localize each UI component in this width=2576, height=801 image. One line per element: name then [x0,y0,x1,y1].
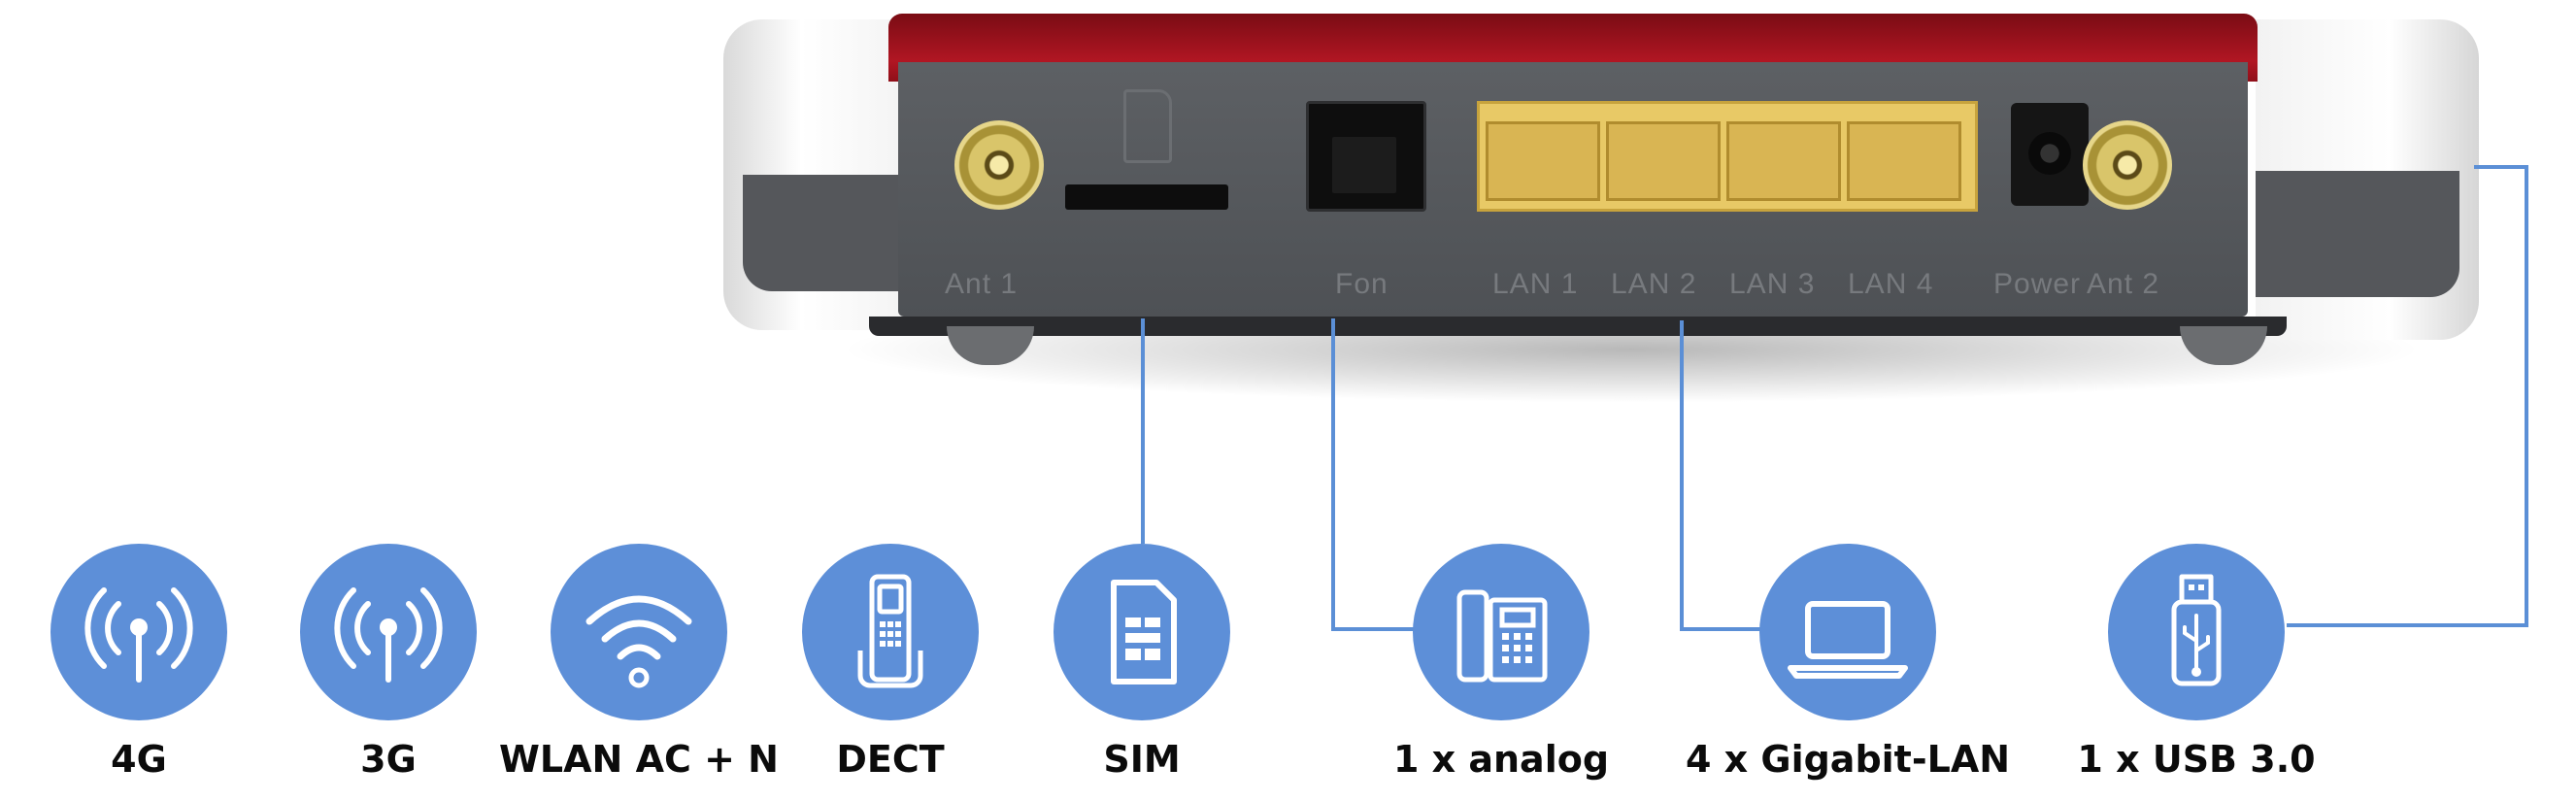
lan-port-1 [1486,121,1600,201]
port-label-ant2: Ant 2 [2087,268,2160,300]
sim-card-icon [1111,580,1177,684]
connector-line-lan-v [1680,320,1684,631]
feature-label-dect: DECT [836,738,945,781]
lan-port-4 [1847,121,1961,201]
router-foot-left [947,326,1034,365]
feature-wlan [551,544,727,720]
router-port-panel: Ant 1 Fon LAN 1 LAN 2 LAN 3 LAN 4 Power … [898,62,2248,317]
lan-port-2 [1606,121,1721,201]
connector-line-fon-v [1331,318,1335,631]
router-left-end-cap [723,19,918,330]
connector-line-usb-top [2474,165,2528,169]
feature-label-lan: 4 x Gigabit-LAN [1685,738,2011,781]
connector-line-sim [1141,318,1145,544]
feature-4g [50,544,227,720]
antenna-4g-icon [84,587,193,683]
port-label-ant1: Ant 1 [945,268,1019,300]
power-socket [2011,103,2089,206]
feature-label-4g: 4G [111,738,167,781]
feature-label-analog: 1 x analog [1392,738,1610,781]
connector-line-fon-h [1331,627,1419,631]
antenna-3g-icon [334,587,443,683]
router-foot-right [2180,326,2267,365]
port-label-lan3: LAN 3 [1729,268,1816,300]
port-label-fon: Fon [1335,268,1388,300]
sim-slot-marker-icon [1123,89,1172,163]
port-label-lan1: LAN 1 [1492,268,1579,300]
connector-line-usb-h [2287,623,2528,627]
feature-dect [802,544,979,720]
connector-line-usb-v [2525,165,2528,627]
router-back-panel: Ant 1 Fon LAN 1 LAN 2 LAN 3 LAN 4 Power … [723,14,2479,365]
router-base [869,317,2287,336]
desk-phone-icon [1456,589,1548,683]
feature-lan [1759,544,1936,720]
feature-label-wlan: WLAN AC + N [499,738,779,781]
router-right-end-cap [2256,19,2479,340]
connector-line-lan-h [1680,627,1767,631]
port-label-lan2: LAN 2 [1611,268,1697,300]
antenna-2-connector [2083,120,2172,210]
feature-label-sim: SIM [1103,738,1181,781]
lan-port-block [1477,101,1978,212]
cordless-phone-icon [857,574,923,688]
fon-port [1306,101,1426,212]
feature-analog [1413,544,1589,720]
wifi-icon [585,595,692,688]
feature-sim [1054,544,1230,720]
antenna-1-connector [954,120,1044,210]
feature-label-3g: 3G [360,738,417,781]
lan-port-3 [1726,121,1841,201]
port-label-power: Power [1993,268,2082,300]
sim-card-slot [1065,184,1228,210]
laptop-icon [1788,601,1908,679]
usb-stick-icon [2171,574,2222,686]
feature-3g [300,544,477,720]
feature-label-usb: 1 x USB 3.0 [2077,738,2316,781]
port-label-lan4: LAN 4 [1848,268,1934,300]
feature-usb [2108,544,2285,720]
